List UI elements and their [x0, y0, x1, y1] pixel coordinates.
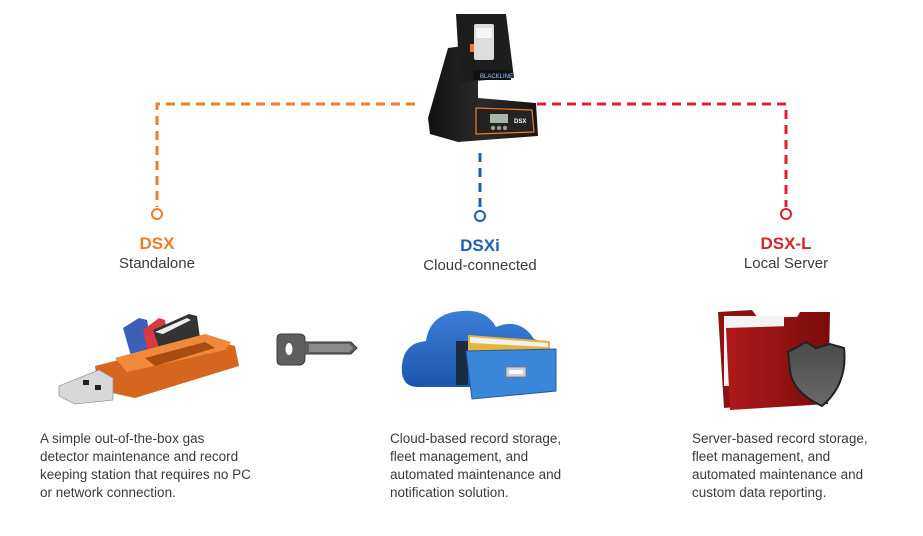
- dsxl-subtitle: Local Server: [743, 255, 829, 272]
- dsx-connector-node: [151, 208, 163, 220]
- dsx-description: A simple out-of-the-box gas detector mai…: [40, 431, 251, 500]
- usb-drive-with-folders-icon: [58, 314, 239, 405]
- dsx-connector-line: [155, 102, 415, 207]
- screen-label: DSX: [514, 119, 526, 125]
- dsx-title: DSX: [139, 234, 175, 253]
- key-icon: [276, 333, 358, 366]
- docking-station-icon: BLACKLINE DSX: [428, 14, 538, 142]
- dsxl-description: Server-based record storage, fleet manag…: [692, 431, 868, 500]
- dsxl-title: DSX-L: [760, 234, 812, 253]
- cloud-file-cabinet-icon: [401, 310, 557, 400]
- dsxl-connector-node: [780, 208, 792, 220]
- dsxl-connector-line: [537, 102, 788, 207]
- dsxi-subtitle: Cloud-connected: [423, 257, 537, 274]
- dsxi-description: Cloud-based record storage, fleet manage…: [390, 431, 562, 500]
- dsxi-connector-node: [474, 210, 486, 222]
- dsx-subtitle: Standalone: [119, 255, 195, 272]
- folder-shield-icon: [718, 310, 846, 410]
- brand-label: BLACKLINE: [480, 74, 513, 80]
- dsxi-title: DSXi: [460, 236, 500, 255]
